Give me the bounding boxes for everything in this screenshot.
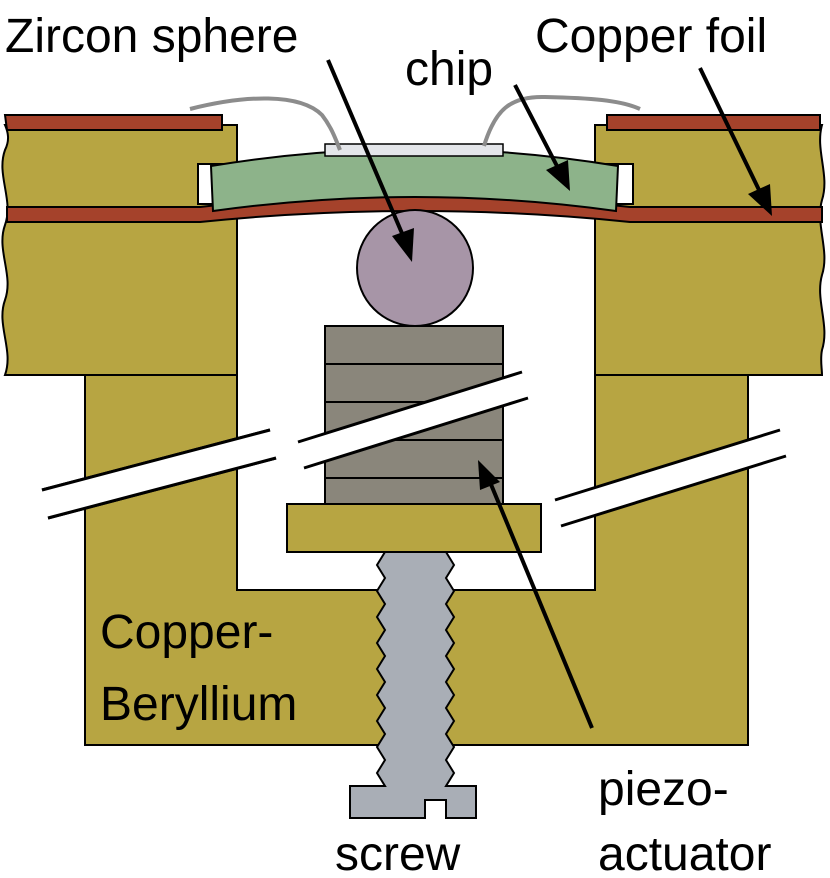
- break-mark-right: [554, 428, 787, 528]
- piezo-layer: [324, 477, 504, 505]
- piezo-layer: [324, 325, 504, 365]
- left-upper-block: [1, 124, 238, 376]
- label-screw: screw: [335, 828, 461, 878]
- right-upper-block: [594, 124, 826, 376]
- label-piezo-line2: actuator: [598, 828, 771, 878]
- label-piezo-line1: piezo-: [598, 763, 729, 816]
- label-copper-beryllium-line2: Beryllium: [100, 678, 297, 731]
- arrow-piezo-actuator: [478, 460, 594, 729]
- arrow-zircon-sphere: [326, 59, 414, 262]
- label-zircon-sphere: Zircon sphere: [5, 10, 298, 63]
- zircon-sphere: [356, 209, 474, 327]
- arrow-copper-foil: [698, 67, 772, 216]
- arrow-chip: [513, 84, 570, 191]
- chip-contact-pad: [324, 143, 504, 157]
- label-copper-foil: Copper foil: [535, 10, 767, 63]
- label-chip: chip: [405, 43, 493, 96]
- top-right-copper-strip: [606, 114, 821, 131]
- bond-wire-right: [482, 94, 641, 147]
- top-left-copper-strip: [3, 114, 223, 131]
- bond-wire-left: [189, 96, 342, 151]
- break-mark-center: [297, 370, 529, 470]
- break-mark-left: [41, 428, 277, 520]
- label-copper-beryllium-line1: Copper-: [100, 606, 273, 659]
- pressure-plate: [286, 503, 542, 553]
- screw: [349, 551, 477, 819]
